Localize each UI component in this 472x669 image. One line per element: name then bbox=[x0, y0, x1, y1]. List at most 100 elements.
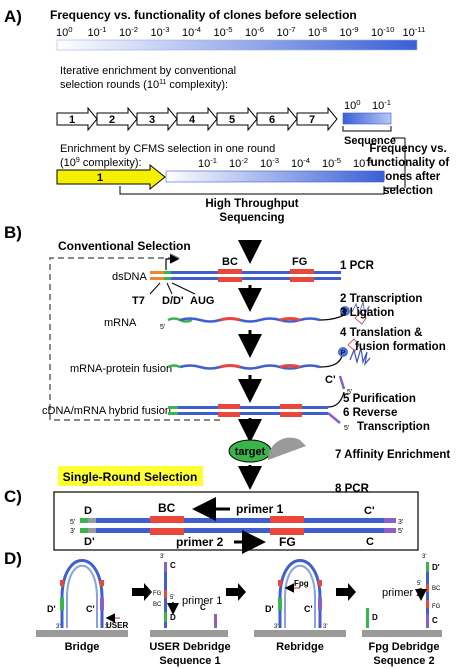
user-debridge-strands bbox=[164, 562, 217, 628]
d-3prime-4: 3' bbox=[274, 624, 278, 630]
d-3prime-5: 3' bbox=[323, 624, 327, 630]
scale-tick-4: 10-4 bbox=[182, 25, 202, 39]
surface-rebridge bbox=[254, 630, 346, 637]
scale-tick-10: 10-10 bbox=[371, 25, 394, 39]
single-round-box bbox=[58, 466, 203, 486]
cfms-scale-tick-2: 10-3 bbox=[260, 156, 279, 170]
seq-scale-tick-1: 10-1 bbox=[372, 98, 391, 112]
cfms-scale-tick-0: 10-1 bbox=[198, 156, 217, 170]
mrna-label: mRNA bbox=[104, 317, 137, 329]
c-5prime-right: 5' bbox=[398, 528, 403, 535]
c-c-label: C bbox=[366, 536, 374, 548]
single-round-label: Single-Round Selection bbox=[63, 470, 198, 484]
dd-label: D/D' bbox=[162, 295, 184, 307]
surface-bridge bbox=[36, 630, 128, 637]
hts-line1: High Throughput bbox=[205, 198, 298, 210]
c-primer2-label: primer 2 bbox=[176, 535, 224, 549]
cfms-text-line1: Enrichment by CFMS selection in one roun… bbox=[60, 143, 275, 155]
d-3prime-1: 3' bbox=[56, 624, 60, 630]
d-d-2: D bbox=[372, 613, 378, 622]
c-dsdna bbox=[80, 516, 396, 535]
d-primer1-label: primer 1 bbox=[182, 595, 222, 607]
c-dprime-label: D' bbox=[84, 536, 95, 548]
d-dprime-1: D' bbox=[47, 604, 56, 614]
c-5prime-left: 5' bbox=[70, 519, 75, 526]
bridge-arch bbox=[60, 559, 104, 628]
sequence-label: Sequence bbox=[344, 135, 396, 147]
user-label: USER bbox=[106, 621, 128, 630]
step-label-4: fusion formation bbox=[355, 341, 446, 353]
sequence-gradient-bar bbox=[342, 112, 392, 125]
d-arrow-2 bbox=[226, 583, 246, 601]
d-bc-2: BC bbox=[432, 586, 441, 592]
d-dprime-2: D' bbox=[265, 604, 274, 614]
scale-tick-11: 10-11 bbox=[403, 25, 426, 39]
seq-scale-tick-0: 100 bbox=[344, 98, 361, 112]
round-arrow-6 bbox=[256, 106, 298, 132]
fusion-5prime: 5' bbox=[347, 389, 352, 396]
fpg-label: Fpg bbox=[294, 579, 309, 588]
sequence-scale: 100 10-1 bbox=[344, 98, 391, 112]
step-label-2: 3 Ligation bbox=[340, 307, 394, 319]
cfms-scale-tick-5: 10-6 bbox=[353, 156, 372, 170]
caption-fpg2: Sequence 2 bbox=[373, 655, 434, 667]
scale-tick-3: 10-3 bbox=[151, 25, 170, 39]
step-label-8: 7 Affinity Enrichment bbox=[335, 449, 450, 461]
scale-tick-1: 10-1 bbox=[88, 25, 107, 39]
dsdna-label: dsDNA bbox=[112, 271, 148, 283]
step-label-5: 5 Purification bbox=[343, 393, 416, 405]
panel-d-label: D) bbox=[4, 549, 22, 568]
round-label-4: 4 bbox=[189, 114, 196, 126]
d-cprime-2: C' bbox=[304, 604, 313, 614]
surface-user bbox=[150, 630, 228, 637]
caption-bridge: Bridge bbox=[65, 641, 100, 653]
step-label-7: Transcription bbox=[357, 421, 430, 433]
d-arrow-1 bbox=[132, 583, 152, 601]
d-3prime-6: 3' bbox=[422, 554, 426, 560]
c-3prime-left: 3' bbox=[70, 528, 75, 535]
round-arrow-4 bbox=[176, 106, 218, 132]
fusion-label: mRNA-protein fusion bbox=[70, 363, 172, 375]
d-c-1: C bbox=[170, 561, 176, 570]
d-fg-1: FG bbox=[153, 591, 162, 597]
d-cprime-1: C' bbox=[86, 604, 95, 614]
caption-user2: Sequence 1 bbox=[159, 655, 220, 667]
round-label-2: 2 bbox=[109, 114, 115, 126]
panel-b-label: B) bbox=[4, 223, 22, 242]
frequency-gradient-bar bbox=[56, 39, 418, 51]
conventional-selection-label: Conventional Selection bbox=[58, 239, 191, 253]
round-label-5: 5 bbox=[229, 114, 235, 126]
d-3prime-2: 3' bbox=[105, 624, 109, 630]
round-arrow-7 bbox=[296, 106, 338, 132]
panel-a-title: Frequency vs. functionality of clones be… bbox=[50, 8, 357, 22]
mrna-5prime: 5' bbox=[160, 324, 165, 331]
d-d-1: D bbox=[170, 613, 176, 622]
scale-tick-7: 10-7 bbox=[277, 25, 296, 39]
c-cprime-label: C' bbox=[364, 505, 375, 517]
step-label-0: 1 PCR bbox=[340, 260, 375, 272]
d-primer2-label: primer 2 bbox=[382, 587, 422, 599]
step-label-3: 4 Translation & bbox=[340, 327, 422, 339]
target-label: target bbox=[235, 446, 266, 458]
cfms-text-line2: (109 complexity): bbox=[60, 157, 142, 169]
cfms-scale-tick-4: 10-5 bbox=[322, 156, 341, 170]
caption-fpg1: Fpg Debridge bbox=[369, 641, 440, 653]
hybrid-construct bbox=[168, 391, 345, 424]
scale-tick-8: 10-8 bbox=[308, 25, 327, 39]
scale-tick-2: 10-2 bbox=[119, 25, 138, 39]
c-prime-label: C' bbox=[325, 374, 336, 386]
cfms-round-label: 1 bbox=[97, 172, 103, 184]
c-d-label: D bbox=[84, 505, 92, 517]
fg-label: FG bbox=[292, 256, 307, 268]
d-arrow-3 bbox=[336, 583, 356, 601]
iterative-text-line2: selection rounds (1011 complexity): bbox=[60, 79, 228, 91]
c-3prime-right: 3' bbox=[398, 519, 403, 526]
scale-tick-0: 100 bbox=[56, 25, 73, 39]
target-support bbox=[267, 437, 306, 460]
d-fg-2: FG bbox=[432, 604, 441, 610]
hybrid-5prime: 5' bbox=[344, 425, 349, 432]
scale-tick-5: 10-5 bbox=[214, 25, 233, 39]
d-c-3: C bbox=[432, 616, 438, 625]
